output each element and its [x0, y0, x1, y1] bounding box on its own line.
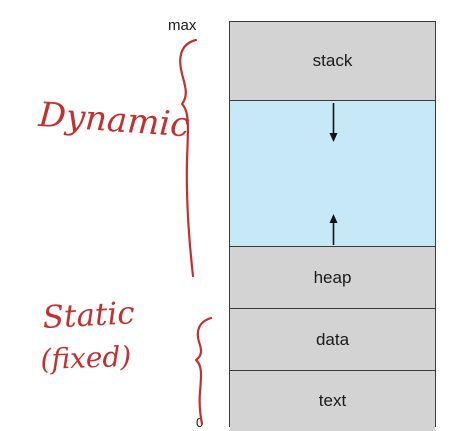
stack-segment: stack: [230, 22, 435, 101]
static-annotation: Static: [41, 295, 136, 336]
fixed-annotation: (fixed): [39, 339, 132, 376]
arrow-down-icon: [329, 103, 338, 142]
data-segment: data: [230, 309, 435, 371]
max-address-label: max: [168, 17, 197, 34]
arrow-up-icon: [329, 214, 338, 245]
text-segment: text: [230, 371, 435, 431]
zero-address-label: 0: [196, 415, 204, 430]
data-label: data: [315, 329, 350, 349]
heap-segment: heap: [230, 247, 435, 309]
heap-label: heap: [313, 267, 352, 287]
growth-arrows: [329, 103, 338, 245]
free-space-region: [230, 101, 435, 247]
dynamic-annotation: Dynamic: [37, 95, 191, 146]
stack-label: stack: [312, 51, 353, 70]
dynamic-brace-icon: [179, 38, 198, 278]
process-memory-layout: stack heap data text: [229, 21, 436, 431]
static-brace-icon: [194, 316, 213, 426]
text-label: text: [318, 391, 347, 410]
